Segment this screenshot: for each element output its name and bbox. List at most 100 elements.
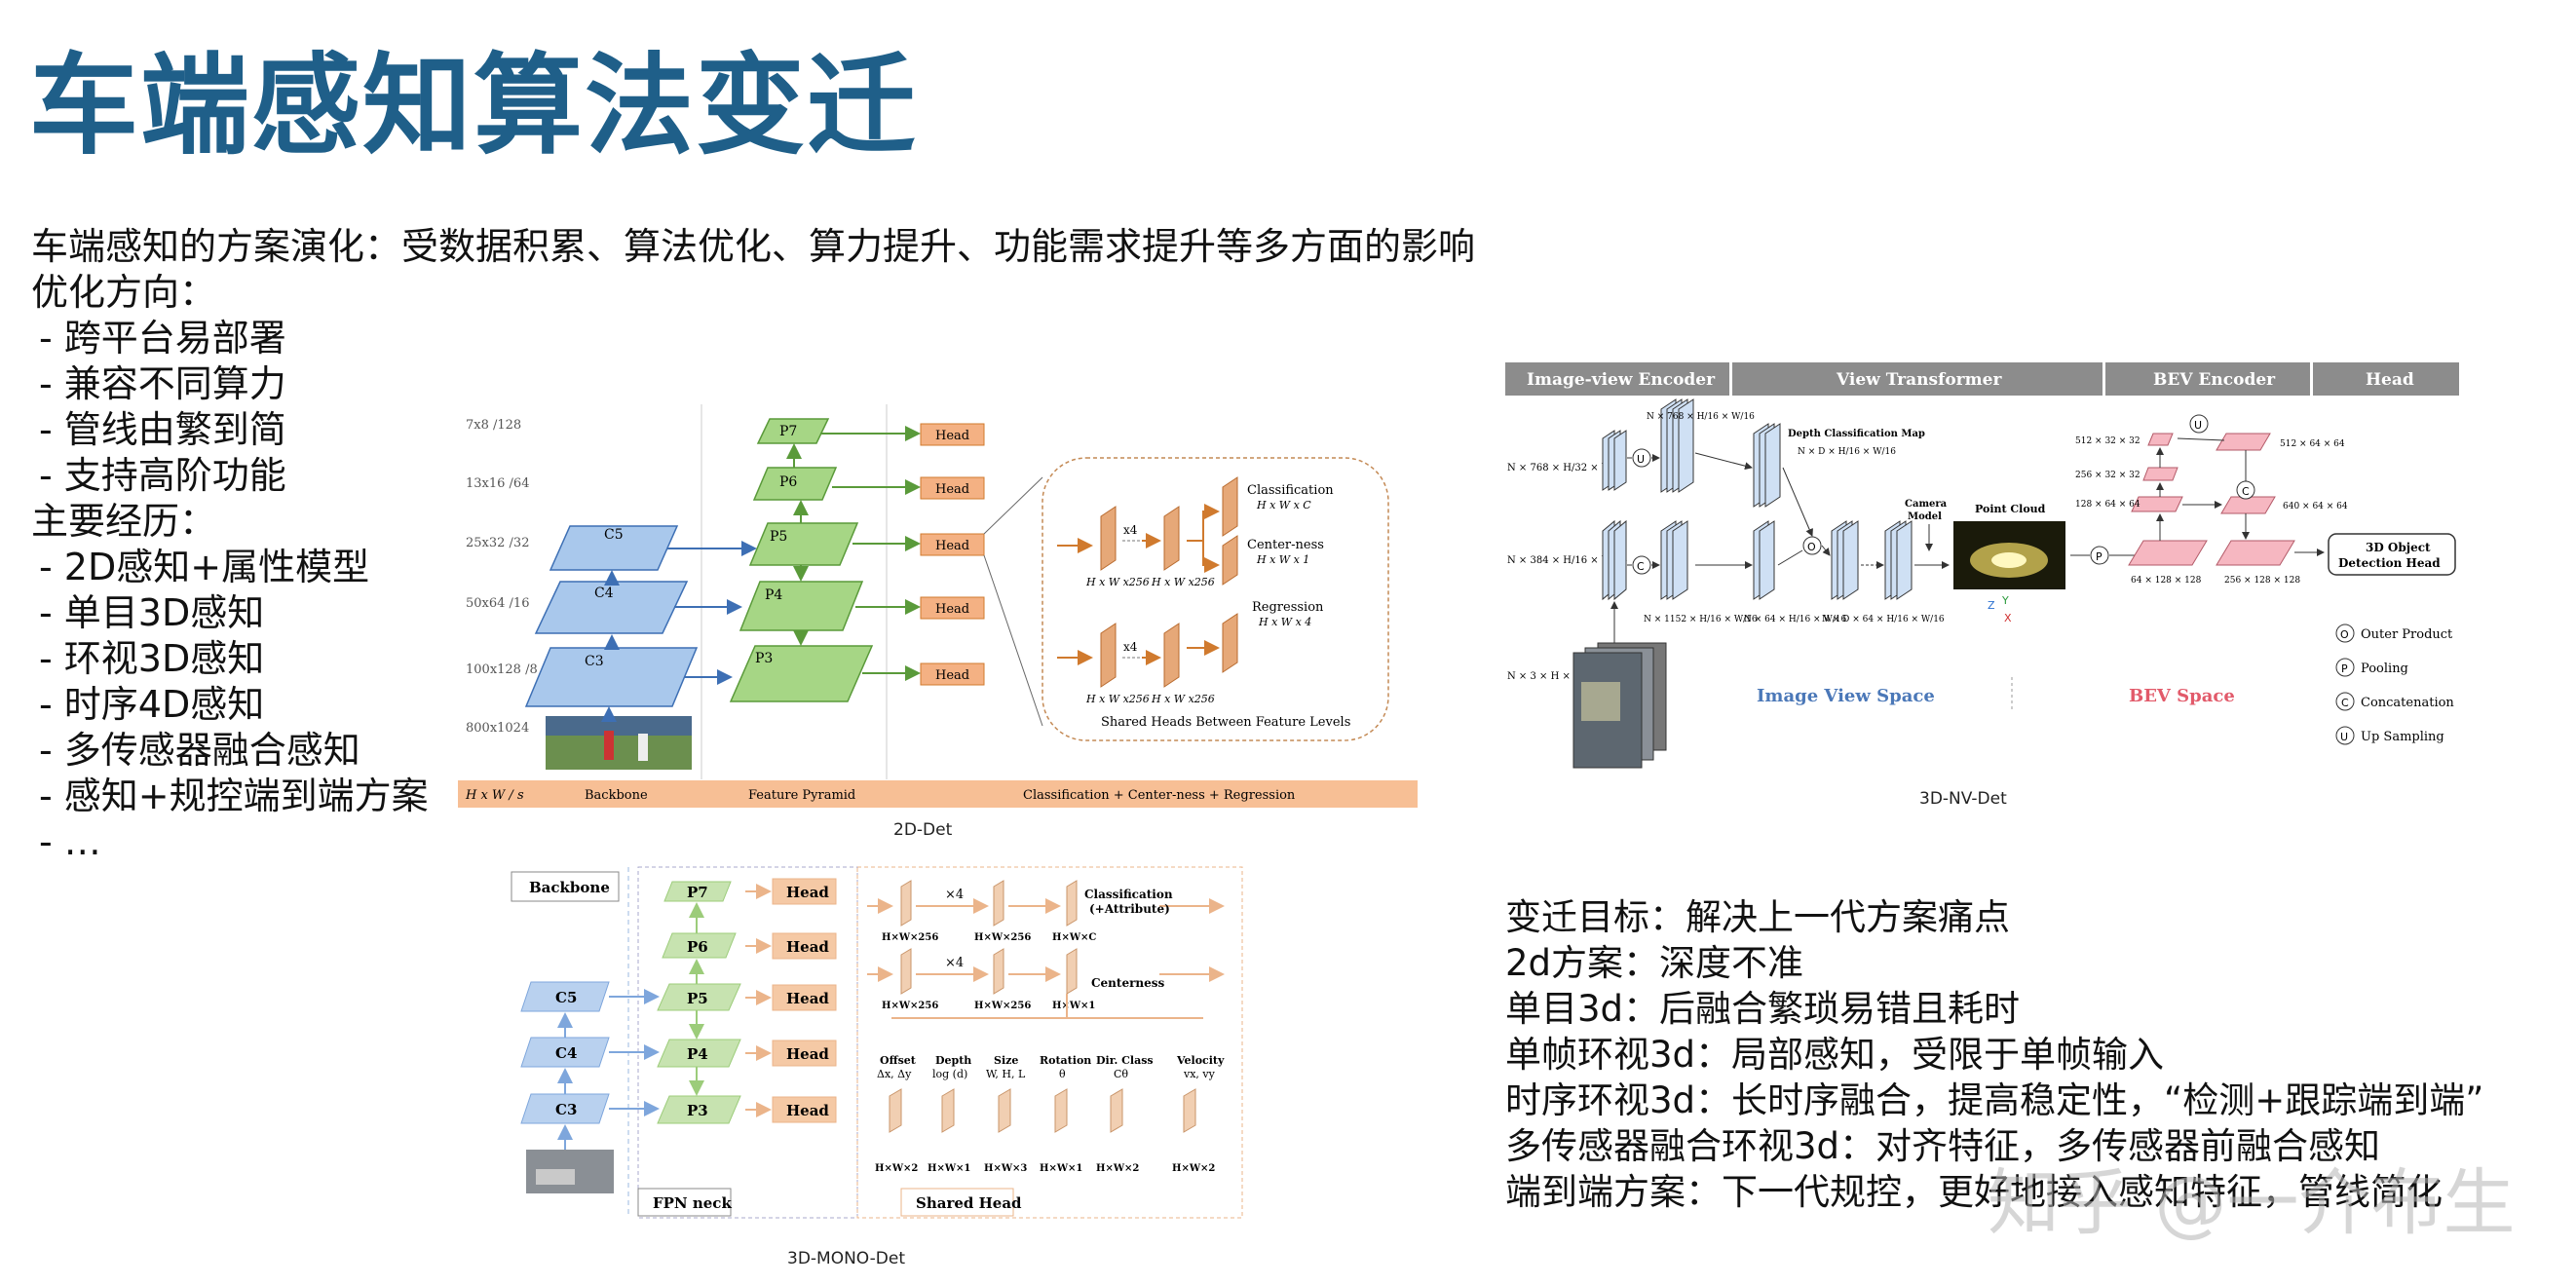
op-up: U bbox=[2194, 419, 2202, 432]
goal-item: 变迁目标：解决上一代方案痛点 bbox=[1505, 896, 2010, 938]
dim-label: N × 64 × H/16 × W/16 bbox=[1744, 615, 1846, 624]
svg-text:C: C bbox=[2341, 697, 2349, 709]
branch-label: Classification bbox=[1084, 888, 1173, 901]
dim-label: N × 384 × H/16 × W/16 bbox=[1507, 555, 1627, 566]
fpn-p4: P4 bbox=[657, 1039, 741, 1068]
dim-label: H×W×3 bbox=[984, 1163, 1027, 1174]
dim-label: H×W×256 bbox=[974, 1001, 1031, 1011]
attr-sub: Δx, Δy bbox=[877, 1068, 912, 1080]
depth-map-label: Depth Classification Map bbox=[1788, 429, 1925, 439]
branch-label: Regression bbox=[1252, 600, 1324, 615]
dim-label: H×W×256 bbox=[882, 932, 938, 943]
backbone-c4: C4 bbox=[520, 1037, 610, 1068]
attr-sub: vx, vy bbox=[1183, 1068, 1216, 1080]
section-label: View Transformer bbox=[1836, 370, 2002, 390]
head-box: Head bbox=[920, 533, 985, 556]
direction-item: - 支持高阶功能 bbox=[39, 454, 286, 497]
legend-label: Pooling bbox=[2361, 662, 2408, 676]
backbone-c4 bbox=[534, 581, 689, 634]
dim-label: H×W×C bbox=[1052, 932, 1096, 943]
head-label: Head bbox=[786, 884, 829, 901]
level-label: P3 bbox=[755, 651, 773, 666]
dim-label: 512 × 32 × 32 bbox=[2075, 436, 2140, 446]
section-header: Head bbox=[2313, 362, 2459, 396]
dim-label: H×W×2 bbox=[875, 1163, 918, 1174]
attr-sub: Cθ bbox=[1114, 1068, 1128, 1080]
dim-label: H×W×256 bbox=[882, 1001, 938, 1011]
fpn-p5: P5 bbox=[657, 983, 741, 1011]
stage-label: H x W / s bbox=[465, 788, 524, 803]
direction-item: - 兼容不同算力 bbox=[39, 362, 286, 405]
section-header: Image-view Encoder bbox=[1505, 362, 1729, 396]
axis-y: Y bbox=[2001, 594, 2009, 607]
model-label: Model bbox=[1908, 511, 1942, 522]
pyramid-p4 bbox=[739, 581, 864, 631]
intro-line: 车端感知的方案演化：受数据积累、算法优化、算力提升、功能需求提升等多方面的影响 bbox=[31, 225, 1476, 268]
scale-label: 13x16 /64 bbox=[466, 476, 529, 491]
dim-label: H×W×2 bbox=[1172, 1163, 1215, 1174]
head-box: Head bbox=[920, 662, 985, 686]
history-item: - 时序4D感知 bbox=[39, 683, 265, 726]
goal-item: 2d方案：深度不准 bbox=[1505, 942, 1804, 984]
dim-label: 512 × 64 × 64 bbox=[2280, 439, 2345, 449]
bev-feature bbox=[2128, 540, 2208, 566]
bev-feature bbox=[2131, 496, 2183, 512]
head-box: Head bbox=[920, 596, 985, 620]
history-heading: 主要经历： bbox=[31, 500, 217, 543]
pyramid-p6 bbox=[752, 467, 838, 501]
dim-label: H x W x256 bbox=[1085, 693, 1150, 705]
head-box: Head bbox=[745, 878, 837, 905]
op-concat: C bbox=[1637, 560, 1645, 573]
head-label: Head bbox=[935, 602, 969, 617]
level-label: P4 bbox=[687, 1045, 708, 1063]
goal-item: 多传感器融合环视3d：对齐特征，多传感器前融合感知 bbox=[1505, 1125, 2381, 1167]
repeat-label: x4 bbox=[1123, 640, 1138, 654]
level-label: P6 bbox=[779, 474, 797, 490]
dim-label: H x W x256 bbox=[1151, 576, 1215, 588]
section-header: BEV Encoder bbox=[2105, 362, 2310, 396]
scale-label: 7x8 /128 bbox=[466, 418, 521, 433]
dim-label: H x W x256 bbox=[1151, 693, 1215, 705]
attr-sub: W, H, L bbox=[986, 1068, 1026, 1080]
backbone-c3 bbox=[524, 647, 699, 707]
attr-sub: θ bbox=[1059, 1068, 1066, 1080]
level-label: C5 bbox=[604, 527, 624, 543]
backbone-c5: C5 bbox=[520, 981, 610, 1012]
head-label: Head bbox=[786, 938, 829, 956]
fpn-p3: P3 bbox=[657, 1095, 741, 1124]
attr-label: Dir. Class bbox=[1096, 1054, 1154, 1067]
svg-text:P: P bbox=[2341, 662, 2348, 675]
level-label: C3 bbox=[555, 1101, 577, 1118]
history-item: - 感知+规控端到端方案 bbox=[39, 775, 429, 817]
legend-label: Up Sampling bbox=[2361, 730, 2444, 744]
dim-label: H×W×2 bbox=[1096, 1163, 1139, 1174]
goal-item: 单帧环视3d：局部感知，受限于单帧输入 bbox=[1505, 1034, 2165, 1076]
bev-feature bbox=[2142, 467, 2178, 481]
bullet-list: 车端感知的方案演化：受数据积累、算法优化、算力提升、功能需求提升等多方面的影响 … bbox=[31, 224, 1475, 865]
point-cloud-label: Point Cloud bbox=[1975, 503, 2046, 515]
op-concat: C bbox=[2242, 485, 2250, 498]
dim-label: 256 × 128 × 128 bbox=[2224, 576, 2300, 586]
pyramid-p7 bbox=[756, 418, 830, 444]
legend-label: Concatenation bbox=[2361, 696, 2454, 710]
camera-label: Camera bbox=[1905, 499, 1948, 510]
fpn-p6: P6 bbox=[662, 932, 737, 959]
head-label: Head bbox=[935, 429, 969, 443]
head-label: Head bbox=[935, 539, 969, 553]
backbone-c3: C3 bbox=[520, 1093, 610, 1124]
legend: O Outer Product P Pooling C Concatenatio… bbox=[2335, 624, 2454, 745]
fig-3d-mono-det: Backbone C5 C4 C3 P7 P6 P5 P4 P3 Head He… bbox=[511, 866, 1243, 1219]
dim-label: N × 1152 × H/16 × W/16 bbox=[1644, 615, 1758, 624]
scale-label: 25x32 /32 bbox=[466, 536, 529, 550]
scale-label: 100x128 /8 bbox=[466, 662, 538, 677]
dim-label: H x W x C bbox=[1256, 499, 1311, 511]
repeat-label: x4 bbox=[1123, 523, 1138, 537]
legend-label: Outer Product bbox=[2361, 627, 2453, 642]
shared-head-label: Shared Head bbox=[916, 1194, 1022, 1212]
backbone-label: Backbone bbox=[529, 879, 610, 896]
fig-3d-nv-det: Image-view Encoder View Transformer BEV … bbox=[1505, 362, 2459, 769]
